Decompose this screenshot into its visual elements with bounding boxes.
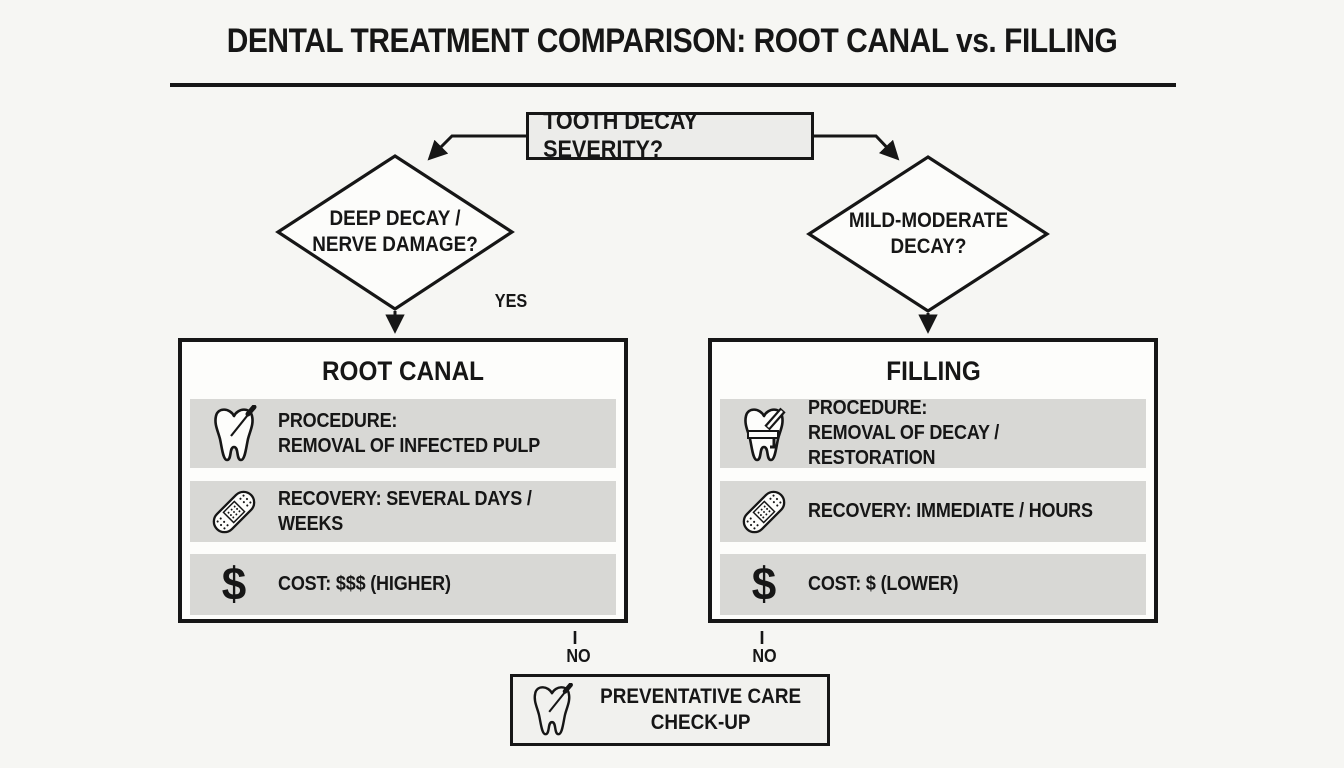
filling-cost-text: COST: $ (LOWER) <box>808 573 959 595</box>
root-canal-recovery-row: RECOVERY: SEVERAL DAYS / WEEKS <box>190 481 616 542</box>
preventative-care-box: PREVENTATIVE CARE CHECK-UP <box>510 674 830 746</box>
page-title: DENTAL TREATMENT COMPARISON: ROOT CANAL … <box>226 22 1118 60</box>
right-decision-label: MILD-MODERATE DECAY? <box>848 209 1008 258</box>
filling-procedure-row: PROCEDURE: REMOVAL OF DECAY / RESTORATIO… <box>720 397 1146 469</box>
title-underline <box>170 83 1176 87</box>
arrow-to-left-diamond <box>427 134 526 161</box>
preventative-care-label: PREVENTATIVE CARE CHECK-UP <box>600 685 802 734</box>
yes-label: YES <box>494 291 528 311</box>
bandage-icon <box>720 485 808 539</box>
root-canal-panel: ROOT CANAL PROCEDURE: REMOVAL OF INFECTE… <box>178 338 628 623</box>
filling-panel: FILLING PROCEDURE: REMOVAL OF DECAY / RE… <box>708 338 1158 623</box>
filling-title: FILLING <box>885 355 981 386</box>
tooth-probe-icon <box>529 683 575 737</box>
root-canal-cost-text: COST: $$$ (HIGHER) <box>278 573 451 595</box>
root-canal-recovery-text: RECOVERY: SEVERAL DAYS / WEEKS <box>278 487 532 535</box>
no-label-left: NO <box>565 646 591 666</box>
filling-procedure-text: PROCEDURE: REMOVAL OF DECAY / RESTORATIO… <box>808 397 1000 469</box>
root-question-box: TOOTH DECAY SEVERITY? <box>526 108 814 163</box>
root-canal-procedure-text: PROCEDURE: REMOVAL OF INFECTED PULP <box>278 409 541 457</box>
root-canal-cost-row: $ COST: $$$ (HIGHER) <box>190 554 616 615</box>
arrow-to-right-diamond <box>813 134 900 161</box>
no-label-right: NO <box>751 646 777 666</box>
tooth-probe-icon <box>190 405 278 463</box>
filling-recovery-row: RECOVERY: IMMEDIATE / HOURS <box>720 481 1146 542</box>
tooth-filling-icon <box>720 405 808 463</box>
dollar-icon: $ <box>221 558 247 610</box>
root-canal-title: ROOT CANAL <box>321 355 484 386</box>
bandage-icon <box>190 485 278 539</box>
filling-recovery-text: RECOVERY: IMMEDIATE / HOURS <box>808 500 1093 522</box>
filling-cost-row: $ COST: $ (LOWER) <box>720 554 1146 615</box>
left-decision-label: DEEP DECAY / NERVE DAMAGE? <box>312 207 478 256</box>
dollar-icon: $ <box>751 558 777 610</box>
root-canal-procedure-row: PROCEDURE: REMOVAL OF INFECTED PULP <box>190 399 616 468</box>
